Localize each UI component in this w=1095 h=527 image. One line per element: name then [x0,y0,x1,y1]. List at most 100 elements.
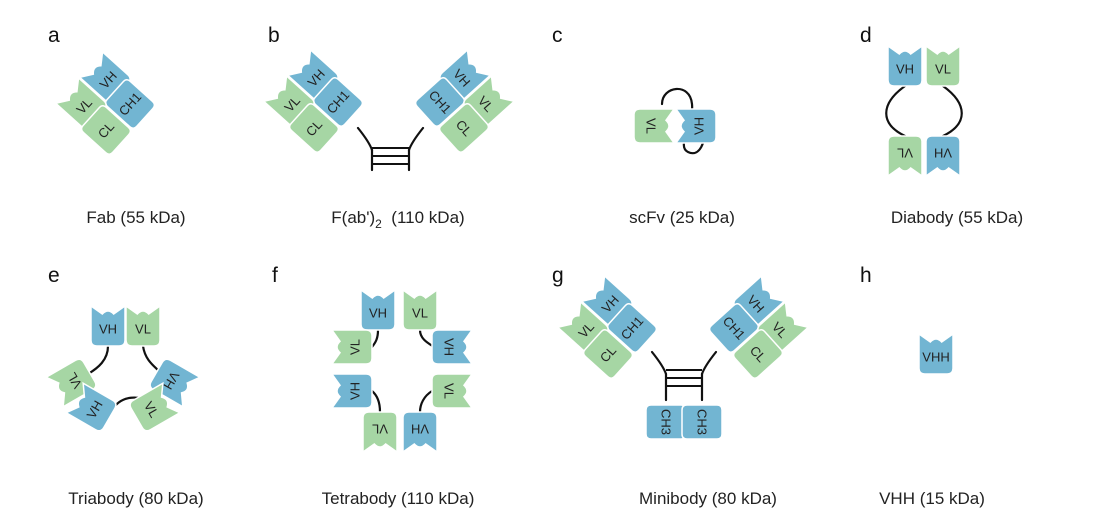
domain-ch1: CH1 [708,303,760,353]
caption-fab2-tail: (110 kDa) [382,208,465,227]
domain-vh-shape [925,135,961,178]
domain-vh: VH [64,381,117,432]
domain-vh: VH [925,135,961,178]
panel-letter-h: h [860,264,872,287]
minibody-hinge-right [700,350,718,376]
panel-letter-g: g [552,264,564,287]
domain-vh-shape [64,381,117,432]
domain-vhh: VHH [918,332,954,375]
domain-cl-shape [582,329,634,379]
tetrabody-linker [370,389,382,414]
minibody-hinge-left [650,350,668,376]
domain-vl-shape [129,381,182,432]
caption-triabody: Triabody (80 kDa) [68,489,203,508]
domain-cl-shape [288,103,340,153]
domain-vl-label: VL [897,146,913,161]
minibody-group [650,350,718,402]
domain-cl-shape [80,105,132,155]
domain-vl-label: VL [644,118,659,134]
domain-vh: VH [431,329,474,365]
domain-cl: CL [582,329,634,379]
diabody-group [885,84,963,138]
domain-cl: CL [288,103,340,153]
domain-vhh-shape [918,332,954,375]
domain-vl: VL [330,329,373,365]
diabody-linker-right [941,84,963,138]
domain-cl-shape [732,329,784,379]
domain-vl: VL [125,304,161,347]
domain-vh-label: VH [369,306,387,321]
domain-vh-label: VH [411,422,429,437]
domain-vl-label: VL [64,370,85,391]
domain-vhh-label: VHH [922,350,949,365]
domain-vl-label: VL [412,306,428,321]
diabody-linker-left [885,84,907,138]
domain-vl: VL [129,381,182,432]
domain-vl-shape [925,44,961,87]
domain-vh-label: VH [99,322,117,337]
tetrabody-linker [370,328,380,349]
domain-vh-shape [402,411,438,454]
domain-cl-shape [438,103,490,153]
domain-ch1: CH1 [312,77,364,127]
panel-letter-f: f [272,264,278,287]
domain-vh-label: VH [934,146,952,161]
domain-ch3-label: CH3 [659,409,674,435]
tetrabody-linker [418,389,434,414]
domain-vh: VH [330,373,373,409]
domain-vl-label: VL [935,62,951,77]
domain-vh: VH [360,288,396,331]
caption-tetrabody: Tetrabody (110 kDa) [322,489,475,508]
caption-fab2-main: F(ab') [331,208,375,227]
domain-vl-shape [330,329,373,365]
domain-vh-label: VH [896,62,914,77]
domain-vh: VH [887,44,923,87]
domain-vl-label: VL [372,422,388,437]
domain-vh-shape [674,108,717,144]
domain-vh: VH [90,304,126,347]
domain-vl-shape [431,373,474,409]
fab2-group [356,126,425,172]
caption-fab2-sub: 2 [375,217,382,231]
domain-vh-label: VH [348,382,363,400]
domain-cl: CL [80,105,132,155]
panel-letter-a: a [48,24,60,47]
caption-scfv: scFv (25 kDa) [629,208,735,227]
domain-vl: VL [925,44,961,87]
caption-minibody: Minibody (80 kDa) [639,489,777,508]
domain-vl-shape [125,304,161,347]
domain-vh: VH [674,108,717,144]
panel-letter-e: e [48,264,60,287]
triabody-linker [141,344,162,374]
fab2-hinge-right [407,126,425,152]
domain-vh-label: VH [692,117,707,135]
domain-ch3-label: CH3 [695,409,710,435]
domain-vl-label: VL [135,322,151,337]
panel-letter-d: d [860,24,872,47]
domain-vh-label: VH [442,338,457,356]
domain-vl: VL [431,373,474,409]
domain-cl: CL [438,103,490,153]
domain-vl-label: VL [348,339,363,355]
caption-fab2: F(ab')2 (110 kDa) [331,208,464,231]
domain-vh-shape [360,288,396,331]
domain-vl: VL [633,108,676,144]
domain-vl-label: VL [442,383,457,399]
domain-vl-shape [633,108,676,144]
domain-vl-shape [402,288,438,331]
domain-vl: VL [887,135,923,178]
domain-vl: VL [362,411,398,454]
domain-vh: VH [402,411,438,454]
tetrabody-group [370,328,436,414]
domain-cl: CL [732,329,784,379]
domain-vh-shape [431,329,474,365]
domain-ch1: CH1 [606,303,658,353]
domain-vh-shape [330,373,373,409]
panel-letter-b: b [268,24,280,47]
domain-vl: VL [402,288,438,331]
domain-vl-label: VL [141,399,162,420]
domain-ch1: CH1 [104,79,156,129]
domain-ch3: CH3 [681,404,723,440]
